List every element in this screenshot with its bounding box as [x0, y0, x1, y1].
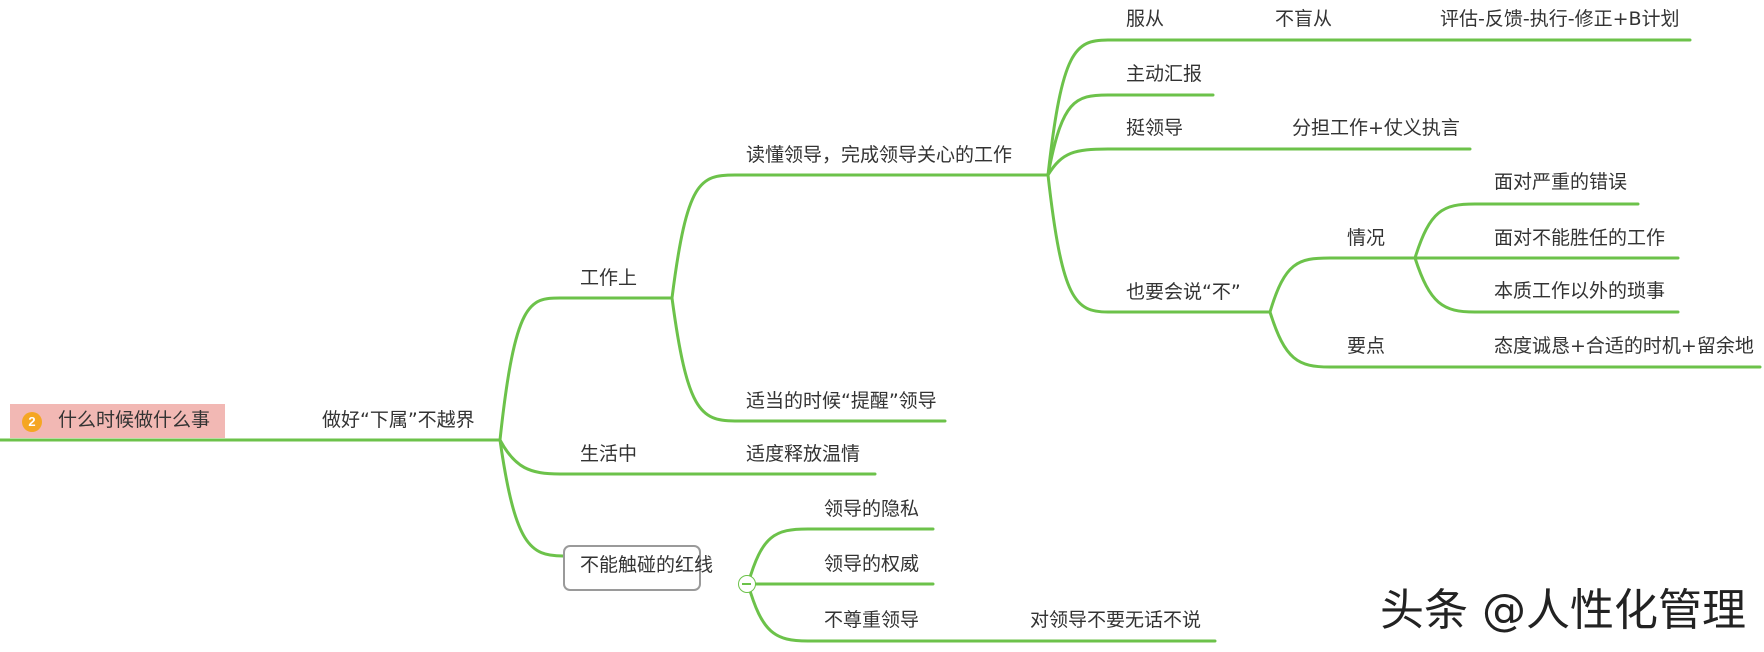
root-node[interactable] [10, 404, 225, 438]
priority-badge: 2 [22, 412, 42, 432]
node-not-blind[interactable]: 不盲从 [1275, 8, 1333, 30]
watermark: 头条 @人性化管理 [1380, 585, 1746, 636]
connector-read [670, 173, 1050, 300]
node-authority[interactable]: 领导的权威 [824, 553, 920, 575]
node-main[interactable]: 做好“下属”不越界 [322, 409, 475, 431]
node-share[interactable]: 分担工作+仗义执言 [1292, 117, 1460, 139]
node-remind[interactable]: 适当的时候“提醒”领导 [746, 390, 937, 412]
node-work[interactable]: 工作上 [580, 267, 638, 289]
connector-say-no [1046, 173, 1272, 314]
connector-support [1046, 147, 1472, 177]
node-privacy[interactable]: 领导的隐私 [824, 498, 920, 520]
connector-serious [1413, 202, 1640, 260]
node-incompetent[interactable]: 面对不能胜任的工作 [1494, 227, 1666, 249]
node-say-no[interactable]: 也要会说“不” [1126, 281, 1241, 303]
connector-life [498, 438, 877, 476]
connector-privacy [746, 527, 935, 586]
node-serious-error[interactable]: 面对严重的错误 [1494, 171, 1628, 193]
node-situation[interactable]: 情况 [1347, 227, 1386, 249]
node-read-leader[interactable]: 读懂领导，完成领导关心的工作 [746, 144, 1013, 166]
node-support[interactable]: 挺领导 [1126, 117, 1184, 139]
node-key-points[interactable]: 要点 [1347, 335, 1386, 357]
connector-obey [1046, 38, 1692, 177]
connector-remind [670, 296, 947, 423]
connector-keypoints [1268, 310, 1762, 369]
node-trivia[interactable]: 本质工作以外的琐事 [1494, 280, 1666, 302]
node-redline[interactable]: 不能触碰的红线 [580, 554, 714, 576]
collapse-toggle-icon[interactable] [738, 575, 756, 593]
connector-report [1046, 93, 1215, 177]
node-obey[interactable]: 服从 [1126, 8, 1165, 30]
connector-situation [1268, 256, 1417, 314]
connector-disrespect [746, 582, 1217, 643]
node-attitude[interactable]: 态度诚恳+合适的时机+留余地 [1494, 335, 1754, 357]
node-evaluate[interactable]: 评估-反馈-执行-修正+B计划 [1440, 8, 1680, 30]
node-report[interactable]: 主动汇报 [1126, 63, 1203, 85]
connector-redline [498, 438, 565, 558]
node-no-nonsense[interactable]: 对领导不要无话不说 [1030, 609, 1202, 631]
connector-work [498, 296, 674, 442]
node-life[interactable]: 生活中 [580, 443, 638, 465]
connector-trivia [1413, 256, 1680, 314]
node-warmth[interactable]: 适度释放温情 [746, 443, 861, 465]
selected-node-frame[interactable] [563, 545, 701, 591]
node-disrespect[interactable]: 不尊重领导 [824, 609, 920, 631]
root-node-label: 什么时候做什么事 [58, 409, 211, 431]
